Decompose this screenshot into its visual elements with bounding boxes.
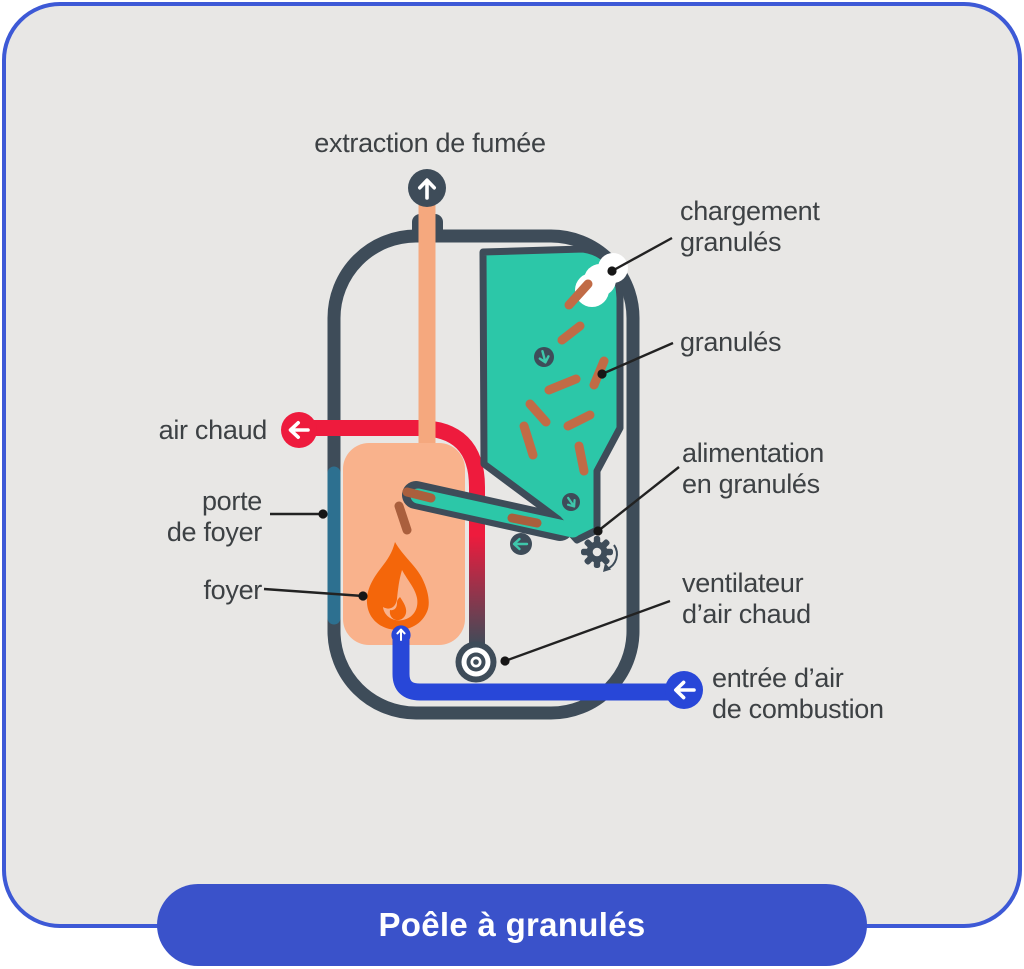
leader-dot — [593, 526, 603, 536]
gear-rotation-arrow — [606, 544, 618, 570]
pellet-hopper — [479, 245, 628, 544]
gear-rotation-arrowhead — [603, 563, 611, 572]
leader-dot — [318, 509, 328, 519]
smoke-extraction-badge — [408, 169, 446, 207]
burner-air-inlet-badge — [391, 625, 411, 645]
leader-lines — [263, 236, 680, 663]
pellet-flow-down-icon — [562, 493, 580, 511]
auger-left-arrow-icon — [510, 533, 532, 555]
diagram-title-banner: Poêle à granulés — [157, 884, 867, 966]
leader-line-ventilateur — [504, 599, 671, 663]
combustion-air-inlet-badge — [665, 671, 703, 709]
flame-icon — [366, 542, 429, 630]
pellet — [525, 399, 551, 427]
smoke-up-arrow-icon — [418, 178, 436, 200]
leader-line-alimentation — [597, 466, 680, 532]
combustion-air-pipe — [392, 632, 678, 701]
pellet — [563, 410, 595, 431]
pellet — [519, 421, 538, 460]
burner-up-arrow-icon — [396, 628, 406, 641]
label-entree-air-combustion: entrée d’air de combustion — [712, 663, 884, 724]
combustion-air-left-arrow-icon — [674, 680, 696, 700]
leader-dot — [597, 369, 607, 379]
pellet-flow-down-icon — [534, 347, 554, 367]
pellet — [507, 513, 542, 528]
leader-line-foyer — [263, 587, 364, 598]
auger-gear-icon — [581, 536, 618, 572]
leader-dots — [318, 266, 617, 666]
falling-pellet — [394, 501, 412, 535]
leader-dot — [607, 266, 617, 276]
hot-air-fan-icon — [455, 641, 497, 683]
leader-dot — [500, 656, 510, 666]
leader-line-chargement — [611, 236, 673, 273]
page-title: Poêle à granulés — [378, 906, 646, 943]
label-chargement-granules: chargement granulés — [680, 196, 820, 257]
leader-line-granules — [601, 341, 674, 376]
label-porte-de-foyer: porte de foyer — [166, 486, 262, 547]
label-alimentation-granules: alimentation en granulés — [682, 438, 824, 499]
label-ventilateur-air-chaud: ventilateur d’air chaud — [682, 568, 811, 629]
pellet — [544, 374, 581, 395]
pellet — [564, 279, 593, 310]
label-foyer: foyer — [203, 575, 262, 605]
pellet — [557, 321, 585, 345]
label-air-chaud: air chaud — [158, 415, 268, 445]
auger-tube — [402, 487, 581, 538]
hot-air-left-arrow-icon — [288, 421, 310, 439]
hot-air-outlet-badge — [281, 412, 317, 448]
label-extraction-fumee: extraction de fumée — [314, 128, 546, 158]
pellet — [574, 441, 589, 476]
leader-dot — [358, 591, 368, 601]
label-granules: granulés — [680, 327, 782, 357]
pellet — [402, 487, 436, 503]
